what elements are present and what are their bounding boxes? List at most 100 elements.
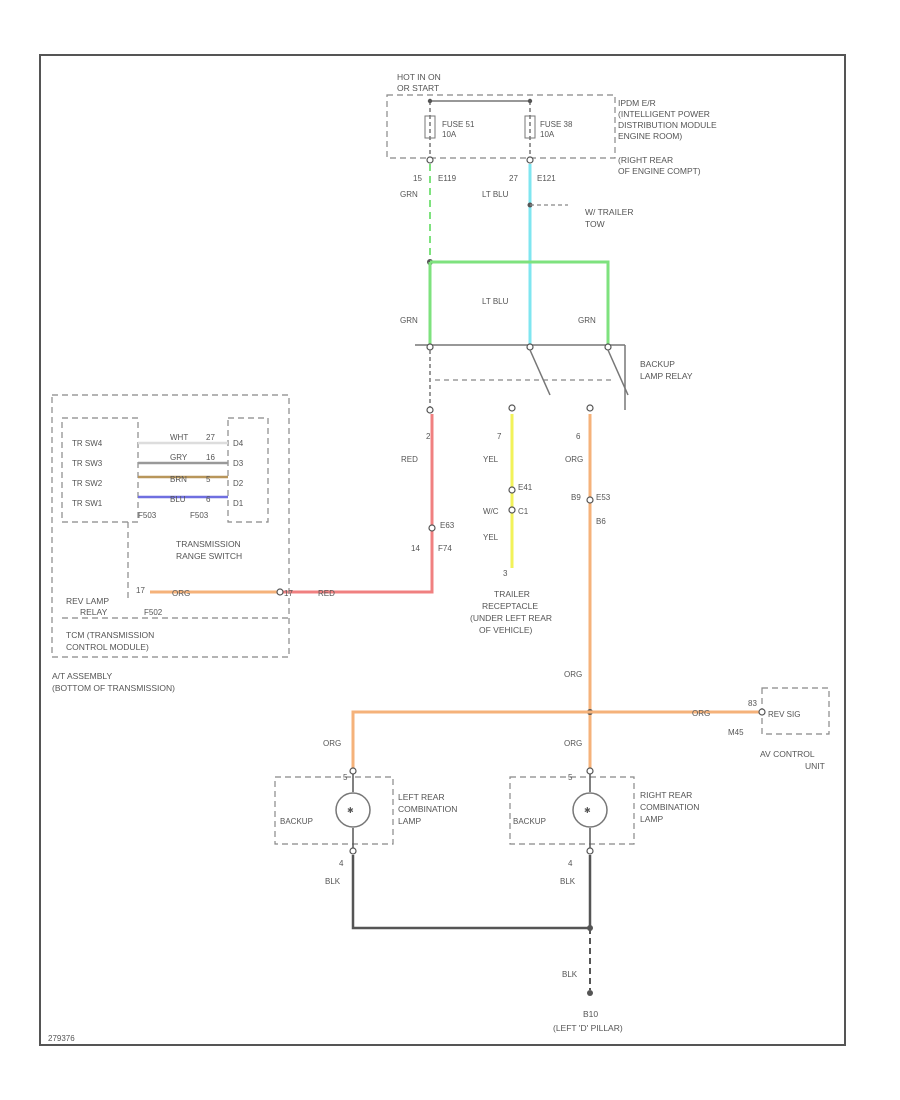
av-box: REV SIG	[768, 710, 800, 719]
relay-wire-red: RED	[401, 455, 418, 464]
ground-label-2: (LEFT 'D' PILLAR)	[553, 1023, 623, 1033]
trailer-receptacle: TRAILER RECEPTACLE (UNDER LEFT REAR OF V…	[470, 589, 552, 635]
av-label-2: UNIT	[805, 761, 825, 771]
conn-left: E119	[438, 174, 457, 183]
tr-sw1-wire: BLU	[170, 495, 186, 504]
fuse-1-amp: 10A	[442, 130, 457, 139]
wire-org-left	[351, 710, 590, 768]
trailer-label-4: OF VEHICLE)	[479, 625, 533, 635]
right-bulb-icon	[572, 792, 608, 828]
left-blk: BLK	[325, 877, 341, 886]
av-pin: 83	[748, 699, 757, 708]
red-pin: 14	[411, 544, 420, 553]
tr-sw2-name: TR SW2	[72, 479, 103, 488]
tcm-module: TR SW4 TR SW3 TR SW2 TR SW1 WHT GRY BRN …	[51, 394, 290, 693]
ipdm-label-4: ENGINE ROOM)	[618, 131, 682, 141]
tcm-label-2: CONTROL MODULE)	[66, 642, 149, 652]
tr-sw3-name: TR SW3	[72, 459, 103, 468]
right-rear-combination-lamp: 5 ✱ BACKUP RIGHT REAR COMBINATION LAMP 4…	[509, 767, 699, 886]
out-wire-red: RED	[318, 589, 335, 598]
range-switch-1: TRANSMISSION	[176, 539, 241, 549]
left-lamp-3: LAMP	[398, 816, 421, 826]
diagram-border	[39, 54, 846, 1046]
wire-red	[280, 414, 434, 594]
red-conn: E63	[440, 521, 455, 530]
org-pin: B6	[596, 517, 606, 526]
yel-conn: E41	[518, 483, 533, 492]
fuse-2-name: FUSE 38	[540, 120, 573, 129]
tr-sw2-wire: BRN	[170, 475, 187, 484]
yel-wire-2: YEL	[483, 533, 499, 542]
right-backup: BACKUP	[513, 817, 546, 826]
left-lamp-1: LEFT REAR	[398, 792, 445, 802]
at-assembly-2: (BOTTOM OF TRANSMISSION)	[52, 683, 175, 693]
out-pin: 17	[284, 589, 293, 598]
av-conn: M45	[728, 728, 744, 737]
ipdm-label-2: (INTELLIGENT POWER	[618, 109, 710, 119]
tr-sw3-pin: 16	[206, 453, 215, 462]
conn-right: E121	[537, 174, 556, 183]
svg-text:✱: ✱	[584, 806, 591, 815]
trailer-label-1: TRAILER	[494, 589, 530, 599]
relay-wire-ltblu: LT BLU	[482, 297, 509, 306]
relay-label-1: BACKUP	[640, 359, 675, 369]
trailer-label-2: RECEPTACLE	[482, 601, 538, 611]
rev-wire-org: ORG	[172, 589, 190, 598]
av-label-1: AV CONTROL	[760, 749, 815, 759]
ipdm-module: HOT IN ON OR START FUSE 51 10A FUSE 38 1…	[386, 72, 717, 199]
pin-left: 15	[413, 174, 422, 183]
tr-sw3-wire: GRY	[170, 453, 188, 462]
tr-sw4-conn: D4	[233, 439, 244, 448]
org-conn-2: E53	[596, 493, 611, 502]
at-assembly-1: A/T ASSEMBLY	[52, 671, 112, 681]
svg-text:✱: ✱	[347, 806, 354, 815]
rev-lamp-2: RELAY	[80, 607, 108, 617]
relay-pin-left: 2	[426, 432, 431, 441]
tr-sw4-wire: WHT	[170, 433, 188, 442]
tcm-conn-right: F503	[190, 511, 209, 520]
right-lamp-2: COMBINATION	[640, 802, 699, 812]
left-backup: BACKUP	[280, 817, 313, 826]
av-control-unit: 83 REV SIG M45 AV CONTROL UNIT	[728, 687, 830, 771]
right-wire-label: ORG	[564, 739, 582, 748]
tr-sw2-conn: D2	[233, 479, 244, 488]
ground-label-1: B10	[583, 1009, 598, 1019]
wire-label-ltblu-top: LT BLU	[482, 190, 509, 199]
yel-conn-2: C1	[518, 507, 529, 516]
right-lamp-3: LAMP	[640, 814, 663, 824]
relay-pin-right: 6	[576, 432, 581, 441]
left-pin-bot: 4	[339, 859, 344, 868]
ground-wire: BLK	[562, 970, 578, 979]
rev-pin: 17	[136, 586, 145, 595]
trailer-label-3: (UNDER LEFT REAR	[470, 613, 552, 623]
red-conn-2: F74	[438, 544, 452, 553]
left-rear-combination-lamp: 5 ✱ BACKUP LEFT REAR COMBINATION LAMP 4 …	[274, 767, 457, 886]
diagram-code: 279376	[48, 1034, 75, 1043]
range-switch-2: RANGE SWITCH	[176, 551, 242, 561]
right-lamp-1: RIGHT REAR	[640, 790, 692, 800]
fuse-2-amp: 10A	[540, 130, 555, 139]
relay-pin-mid: 7	[497, 432, 502, 441]
tcm-conn-left: F503	[138, 511, 157, 520]
wire-blk-left	[351, 855, 590, 930]
av-wire-label: ORG	[692, 709, 710, 718]
fuse-1-name: FUSE 51	[442, 120, 475, 129]
yel-note: W/C	[483, 507, 499, 516]
tcm-label-1: TCM (TRANSMISSION	[66, 630, 154, 640]
wire-label-grn-top: GRN	[400, 190, 418, 199]
ipdm-label-5: (RIGHT REAR	[618, 155, 673, 165]
ipdm-label-1: IPDM E/R	[618, 98, 656, 108]
tr-sw4-name: TR SW4	[72, 439, 103, 448]
org-conn: B9	[571, 493, 581, 502]
rev-conn: F502	[144, 608, 163, 617]
ipdm-label-6: OF ENGINE COMPT)	[618, 166, 701, 176]
org-main-label: ORG	[564, 670, 582, 679]
left-bulb-icon	[335, 792, 371, 828]
tr-sw1-pin: 6	[206, 495, 211, 504]
hot-label-2: OR START	[397, 83, 439, 93]
relay-label-2: LAMP RELAY	[640, 371, 693, 381]
yel-pin: 3	[503, 569, 508, 578]
tr-sw3-conn: D3	[233, 459, 244, 468]
left-lamp-2: COMBINATION	[398, 804, 457, 814]
